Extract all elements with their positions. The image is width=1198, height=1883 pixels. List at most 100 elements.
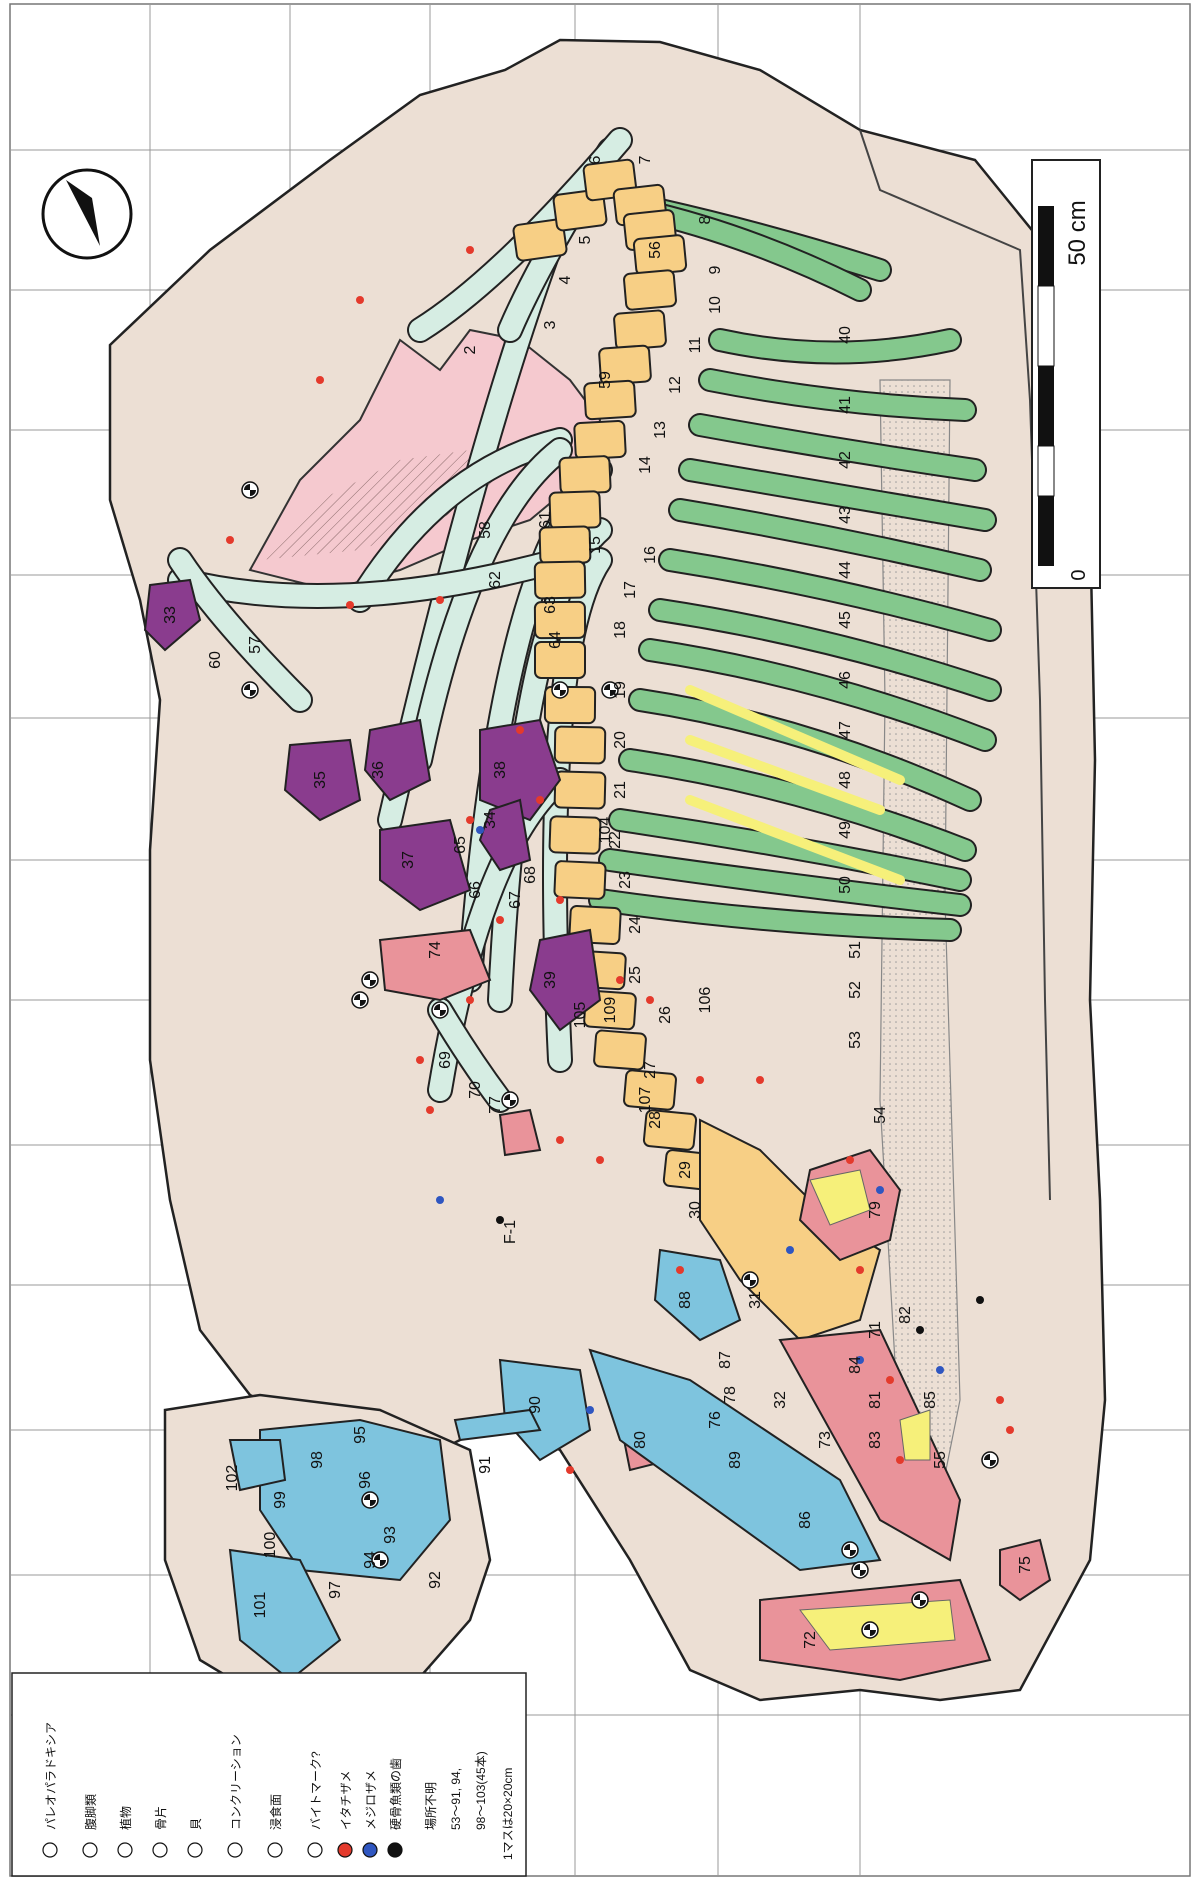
bone-number: 86 [797, 1511, 814, 1529]
bone-fragment-icon [153, 1843, 167, 1857]
bitemark-yellow-icon [308, 1843, 322, 1857]
bone-number: 45 [837, 611, 854, 629]
tooth-marker-blue [586, 1406, 594, 1414]
bone-number: 84 [847, 1356, 864, 1374]
bone-number: 63 [542, 596, 559, 614]
bone-number: F-1 [502, 1220, 519, 1244]
vertebra [574, 421, 626, 460]
bone-number: 89 [727, 1451, 744, 1469]
bone-number: 66 [467, 881, 484, 899]
vertebra [624, 270, 677, 310]
tooth-marker-red [1006, 1426, 1014, 1434]
tooth-marker-red [226, 536, 234, 544]
bone-number: 49 [837, 821, 854, 839]
bone-number: 105 [572, 1002, 589, 1029]
bone-number: 72 [802, 1631, 819, 1649]
bone-number: 59 [597, 371, 614, 389]
tooth-marker-blue [876, 1186, 884, 1194]
bone-number: 48 [837, 771, 854, 789]
bone-number: 64 [547, 631, 564, 649]
bone-number: 43 [837, 506, 854, 524]
bone-number: 5 [577, 235, 594, 244]
vertebra [555, 727, 606, 764]
bone-number: 83 [867, 1431, 884, 1449]
bone-number: 26 [657, 1006, 674, 1024]
vertebra [535, 562, 586, 599]
vertebra [594, 1030, 647, 1070]
bone-number: 79 [867, 1201, 884, 1219]
bone-number: 36 [370, 761, 387, 779]
bone-fragment-icon [502, 1092, 518, 1108]
bone-number: 62 [487, 571, 504, 589]
bone-number: 98 [309, 1451, 326, 1469]
legend-label: 骨片 [154, 1806, 168, 1830]
bone-number: 13 [652, 421, 669, 439]
bone-fragment-icon [242, 482, 258, 498]
tooth-marker-black [976, 1296, 984, 1304]
tooth-marker-red [756, 1076, 764, 1084]
bone-number: 106 [697, 987, 714, 1014]
tooth-marker-red [896, 1456, 904, 1464]
bone-number: 80 [632, 1431, 649, 1449]
bone-number: 29 [677, 1161, 694, 1179]
tooth-marker-red [596, 1156, 604, 1164]
vertebra [614, 310, 667, 350]
tooth-marker-red [466, 996, 474, 1004]
tooth-marker-black [916, 1326, 924, 1334]
bone-outline-icon [43, 1843, 57, 1857]
bone-fragment-icon [842, 1542, 858, 1558]
legend-label: 場所不明 [424, 1782, 438, 1830]
tooth-marker-red [356, 296, 364, 304]
bone-number: 18 [612, 621, 629, 639]
bone-fragment-icon [742, 1272, 758, 1288]
legend-label: 浸食面 [268, 1794, 283, 1830]
tooth-marker-red [696, 1076, 704, 1084]
bone-number: 6 [587, 155, 604, 164]
legend-label: バイトマーク? [309, 1751, 323, 1830]
bone-number: 3 [542, 320, 559, 329]
bone-number: 99 [272, 1491, 289, 1509]
bone-fragment-icon [432, 1002, 448, 1018]
bone-number: 58 [477, 521, 494, 539]
vertebra [540, 526, 591, 563]
bone-fragment-icon [362, 1492, 378, 1508]
tooth-marker-red [496, 916, 504, 924]
black-dot-icon [388, 1843, 402, 1857]
north-arrow [43, 170, 131, 258]
bone-fragment-icon [352, 992, 368, 1008]
bone-number: 94 [362, 1551, 379, 1569]
bone-number: 2 [462, 345, 479, 354]
legend-label: パレオパラドキシア [44, 1722, 58, 1830]
tooth-marker-red [566, 1466, 574, 1474]
bone-number: 9 [707, 265, 724, 274]
bone-number: 15 [587, 536, 604, 554]
bone-number: 57 [247, 636, 264, 654]
bone-number: 101 [252, 1592, 269, 1619]
bone-number: 100 [262, 1532, 279, 1559]
bone-number: 33 [162, 606, 179, 624]
vertebra [549, 816, 600, 854]
legend-label: メジロザメ [364, 1770, 378, 1830]
bone-number: 74 [427, 941, 444, 959]
legend: パレオパラドキシア腹脚類植物骨片貝コンクリーション浸食面バイトマーク?イタチザメ… [12, 1673, 526, 1876]
legend-label: 貝 [189, 1818, 203, 1830]
bone-number: 17 [622, 581, 639, 599]
bone-fragment-icon [862, 1622, 878, 1638]
bone-number: 90 [527, 1396, 544, 1414]
tooth-marker-red [646, 996, 654, 1004]
bone-number: 51 [847, 941, 864, 959]
bone-number: 55 [932, 1451, 949, 1469]
bone-number: 87 [717, 1351, 734, 1369]
bone-number: 60 [207, 651, 224, 669]
tooth-marker-red [886, 1376, 894, 1384]
bone-number: 12 [667, 376, 684, 394]
tooth-marker-red [466, 246, 474, 254]
tooth-marker-red [436, 596, 444, 604]
bone-number: 76 [707, 1411, 724, 1429]
red-dot-icon [338, 1843, 352, 1857]
tooth-marker-red [426, 1106, 434, 1114]
bone-number: 30 [687, 1201, 704, 1219]
bone-number: 85 [922, 1391, 939, 1409]
